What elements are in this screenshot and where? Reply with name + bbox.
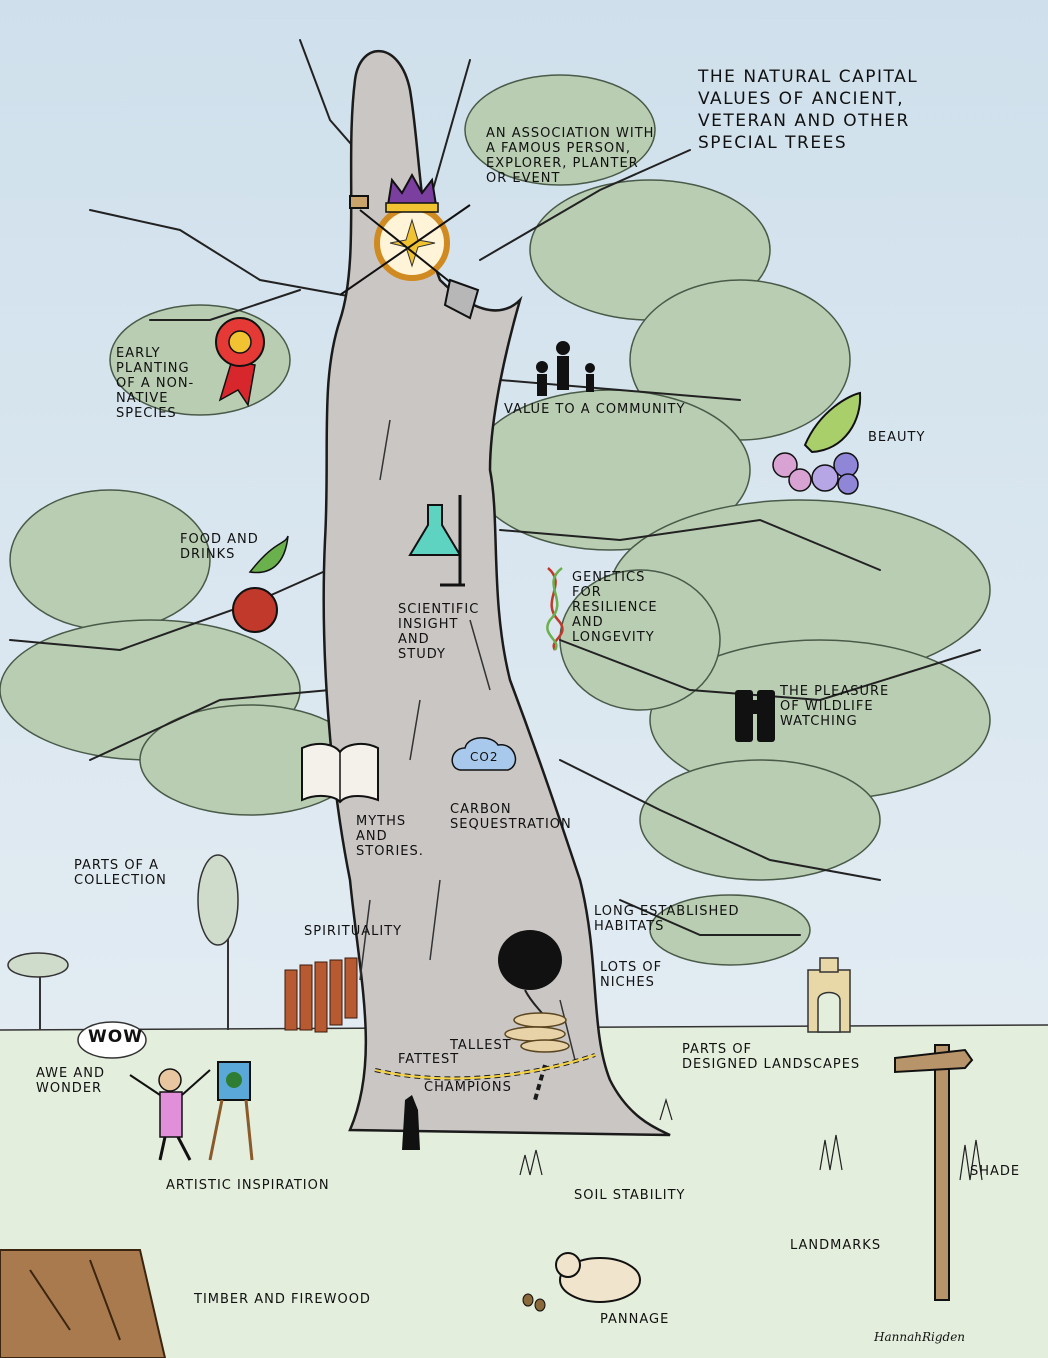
folly-icon [807,957,851,1033]
label-association: AN ASSOCIATION WITH A FAMOUS PERSON, EXP… [486,126,655,186]
label-myths: MYTHS AND STORIES. [356,814,424,859]
co2-cloud-icon [451,737,517,771]
acorn-icon [522,1293,546,1312]
label-spirituality: SPIRITUALITY [304,924,403,939]
label-community: VALUE TO A COMMUNITY [504,402,686,417]
label-soil: SOIL STABILITY [574,1188,686,1203]
flask-icon [408,495,465,587]
crown-icon [385,172,439,213]
book-icon [301,742,379,804]
cat-silhouette [402,1095,420,1150]
flower-berries-icon [772,391,862,495]
apple-icon [232,535,289,633]
painter-icon [129,1068,211,1161]
label-timber: TIMBER AND FIREWOOD [194,1292,371,1307]
prayer-flags-icon [284,957,358,1033]
signpost-icon [894,1044,974,1301]
family-icon [536,341,595,396]
label-wow: WOW [88,1027,143,1047]
label-collection: PARTS OF A COLLECTION [74,858,167,888]
label-fattest: FATTEST [398,1052,460,1067]
logs-icon [0,1249,167,1358]
page-title: THE NATURAL CAPITAL VALUES OF ANCIENT, V… [698,67,919,153]
label-beauty: BEAUTY [868,430,926,445]
label-awe: AWE AND WONDER [36,1066,106,1096]
label-designed-landscapes: PARTS OF DESIGNED LANDSCAPES [682,1042,861,1072]
foliage [0,74,991,966]
binoculars-icon [735,690,775,742]
ground [0,1025,1048,1358]
label-early-planting: EARLY PLANTING OF A NON- NATIVE SPECIES [116,346,195,421]
signature: HannahRigden [874,1330,966,1344]
label-genetics: GENETICS FOR RESILIENCE AND LONGEVITY [572,570,658,645]
label-champions: CHAMPIONS [424,1080,512,1095]
label-scientific: SCIENTIFIC INSIGHT AND STUDY [398,602,480,662]
pig-icon [555,1252,641,1303]
easel-icon [208,1061,254,1161]
conifer-icon [197,854,239,1030]
label-shade: SHADE [970,1164,1021,1179]
flat-tree-icon [7,952,69,1030]
label-pannage: PANNAGE [600,1312,670,1327]
label-carbon: CARBON SEQUESTRATION [450,802,572,832]
label-co2: CO2 [470,750,499,764]
label-artistic: ARTISTIC INSPIRATION [166,1178,330,1193]
rosette-icon [215,317,265,407]
label-food: FOOD AND DRINKS [180,532,259,562]
dna-icon [546,567,564,651]
spade-icon [349,195,480,320]
label-landmarks: LANDMARKS [790,1238,882,1253]
label-tallest: TALLEST [450,1038,512,1053]
label-niches: LOTS OF NICHES [600,960,663,990]
wow-bubble [77,1021,147,1059]
pen-icon [339,204,471,296]
grass [519,1097,983,1181]
label-wildlife: THE PLEASURE OF WILDLIFE WATCHING [780,684,890,729]
fungi-icon [504,1012,570,1053]
compass-icon [374,205,450,281]
label-habitats: LONG ESTABLISHED HABITATS [594,904,740,934]
